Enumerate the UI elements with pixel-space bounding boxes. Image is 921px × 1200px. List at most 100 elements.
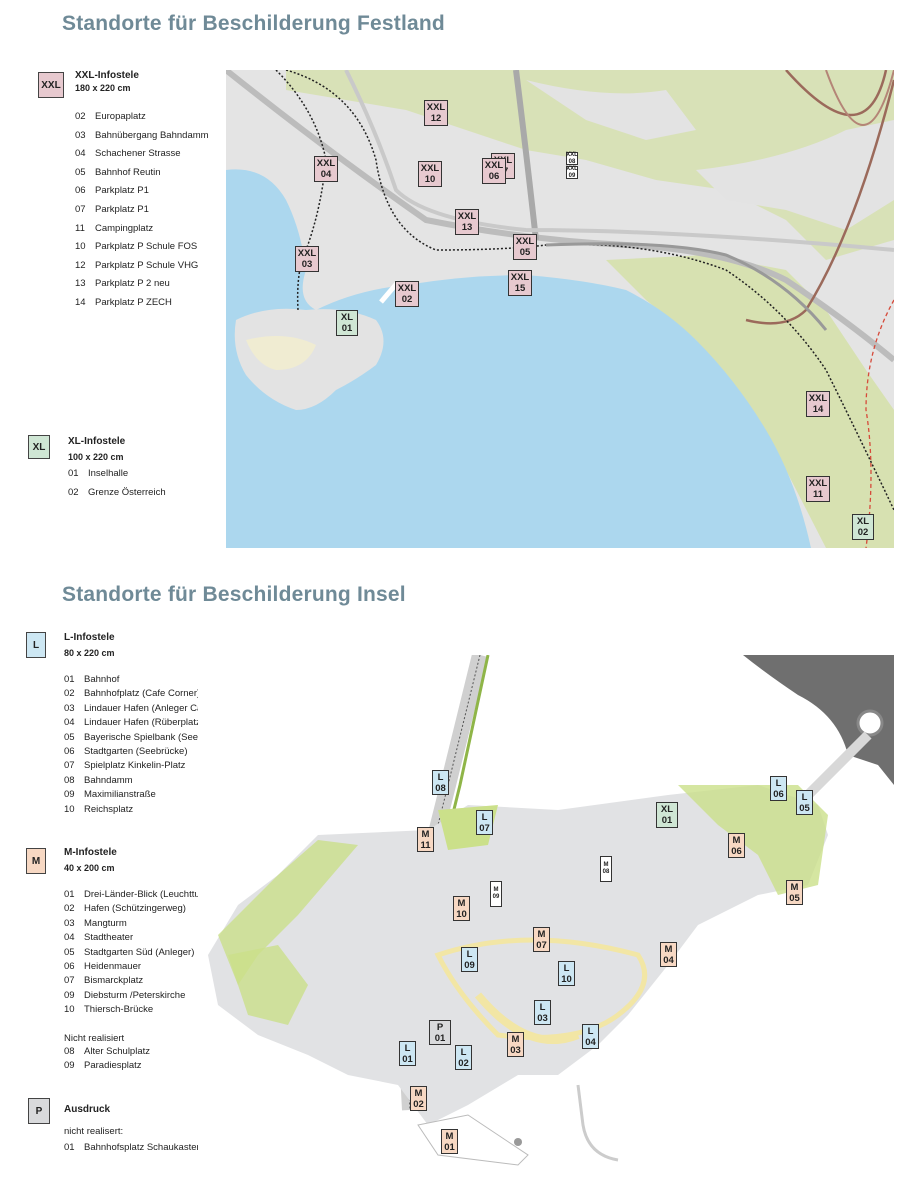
- marker-number: 11: [812, 489, 824, 500]
- marker-type: L: [563, 962, 570, 974]
- marker-type: M: [493, 887, 499, 893]
- legend-item-number: 06: [64, 960, 75, 972]
- legend-item-number: 07: [75, 203, 86, 215]
- marker-type: L: [460, 1046, 467, 1058]
- marker-number: 02: [857, 527, 869, 538]
- marker-number: 12: [430, 113, 442, 124]
- festland-map[interactable]: XXL12XXL04XXL10XXL07XXL06XXL13XXL05XXL03…: [226, 70, 894, 548]
- marker-type: XXL: [316, 158, 336, 169]
- marker-number: 08: [602, 869, 610, 875]
- legend-item-label: Schachener Strasse: [95, 148, 181, 160]
- marker-number: 01: [661, 815, 673, 826]
- legend-item-number: 04: [64, 717, 75, 729]
- legend-item-label: Parkplatz P1: [95, 203, 149, 215]
- marker-type: M: [457, 897, 466, 909]
- marker-number: 03: [301, 259, 313, 270]
- marker-number: 01: [402, 1053, 413, 1065]
- xxl-legend-title: XXL-Infostele: [75, 70, 139, 81]
- legend-item-number: 08: [64, 774, 75, 786]
- marker-number: 08: [435, 782, 446, 794]
- legend-item-label: Parkplatz P Schule FOS: [95, 241, 198, 253]
- marker-number: 06: [488, 171, 500, 182]
- festland-title: Standorte für Beschilderung Festland: [62, 12, 445, 35]
- marker-type: XXL: [426, 102, 446, 113]
- legend-item-number: 07: [64, 760, 75, 772]
- legend-item-label: Spielplatz Kinkelin-Platz: [84, 760, 186, 772]
- legend-item-label: Stadtheater: [84, 932, 134, 944]
- legend-item-label: Mangturm: [84, 917, 127, 929]
- marker-type: M: [603, 862, 609, 868]
- legend-item-label: Stadtgarten (Seebrücke): [84, 745, 188, 757]
- legend-item-label: Lindauer Hafen (Anleger Cafe Graf): [84, 702, 235, 714]
- legend-item-label: Diebsturm /Peterskirche: [84, 989, 186, 1001]
- p-legend-badge: P: [28, 1098, 50, 1124]
- marker-number: 04: [663, 954, 674, 966]
- legend-item-number: 07: [64, 975, 75, 987]
- legend-item-label: Thiersch-Brücke: [84, 1004, 154, 1016]
- marker-number: 02: [401, 294, 413, 305]
- marker-number: 10: [561, 973, 572, 985]
- legend-item-label: Lindauer Hafen (Rüberplatz): [84, 717, 204, 729]
- l-legend-size: 80 x 220 cm: [64, 648, 115, 658]
- legend-item-number: 04: [75, 148, 86, 160]
- marker-number: 07: [479, 822, 490, 834]
- legend-item-number: 06: [75, 185, 86, 197]
- legend-item-label: Bismarckplatz: [84, 975, 144, 987]
- xxl-legend-size: 180 x 220 cm: [75, 83, 131, 93]
- legend-item-label: Inselhalle: [88, 468, 129, 479]
- marker-type: M: [732, 834, 741, 846]
